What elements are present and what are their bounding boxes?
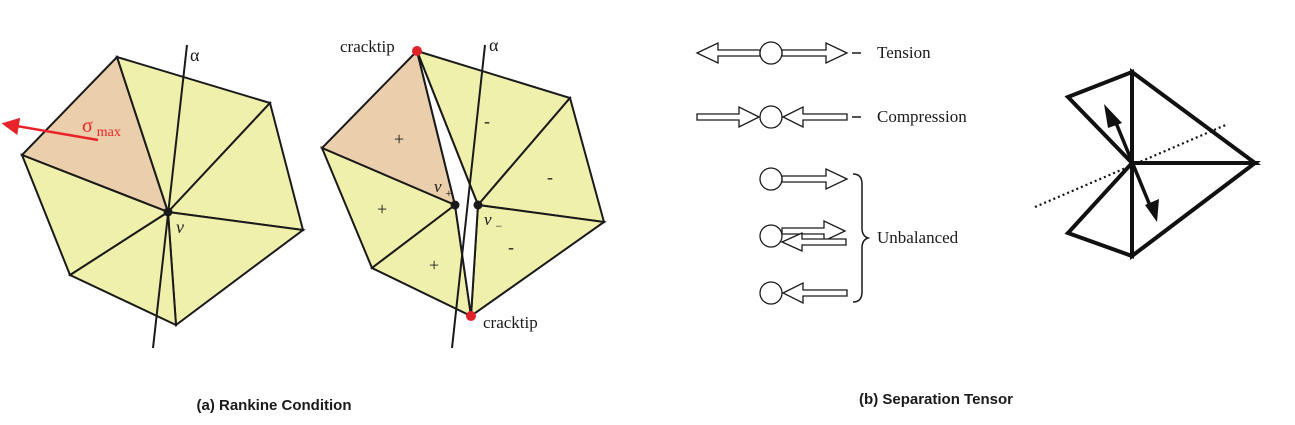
plus-mark: + xyxy=(394,129,404,149)
v-plus-base: v xyxy=(434,177,442,196)
arrow-left-inward xyxy=(780,231,847,253)
node-circle xyxy=(759,105,783,129)
caption-rankine: (a) Rankine Condition xyxy=(197,397,352,414)
minus-mark: - xyxy=(547,167,553,187)
tension-label: Tension xyxy=(877,43,931,62)
minus-mark: - xyxy=(484,111,490,131)
tensor-axis-line xyxy=(1112,117,1153,209)
crack-tip-bottom-label: cracktip xyxy=(483,313,538,332)
alpha-label-right: α xyxy=(489,35,499,55)
plus-mark: + xyxy=(429,255,439,275)
lower-triangle xyxy=(1064,157,1134,259)
right-upper-triangle xyxy=(1130,68,1262,165)
arrow-left-inward xyxy=(781,281,848,305)
tensor-arrow-up xyxy=(1104,104,1122,128)
sigma-max-label: σ max xyxy=(82,115,121,140)
node-circle xyxy=(759,281,783,305)
arrow-right-inward xyxy=(696,105,761,129)
vertex-point xyxy=(163,207,173,217)
v-minus-label: v − xyxy=(484,210,503,233)
dotted-separation-line xyxy=(1034,122,1229,209)
unbalanced-glyph-1 xyxy=(759,167,849,191)
v-plus-point xyxy=(450,200,460,210)
alpha-label-left: α xyxy=(190,45,200,65)
separation-tensor-diagram xyxy=(1064,68,1262,261)
v-minus-base: v xyxy=(484,210,492,229)
plus-mark: + xyxy=(377,199,387,219)
sigma-max-arrow xyxy=(1,117,99,142)
unbalanced-label: Unbalanced xyxy=(877,228,959,247)
crack-tip-top-point xyxy=(412,46,422,56)
sigma-symbol: σ xyxy=(82,115,93,137)
sigma-subscript: max xyxy=(97,125,121,140)
v-plus-sub: + xyxy=(446,186,453,200)
caption-separation: (b) Separation Tensor xyxy=(859,391,1013,408)
node-circle xyxy=(759,167,783,191)
compression-label: Compression xyxy=(877,107,967,126)
arrow-left-inward xyxy=(781,105,848,129)
arrow-right-outward xyxy=(781,41,849,65)
unbalanced-glyph-2 xyxy=(759,219,847,253)
alpha-line xyxy=(451,44,486,349)
vertex-label: v xyxy=(176,217,184,237)
v-minus-point xyxy=(473,200,483,210)
compression-glyph xyxy=(696,105,848,129)
tensor-arrow-down xyxy=(1145,199,1159,222)
unbalanced-glyph-3 xyxy=(759,281,848,305)
arrow-right-outward xyxy=(781,167,849,191)
rankine-right-mesh xyxy=(320,44,607,349)
mesh-triangle xyxy=(20,153,171,277)
node-circle xyxy=(759,224,783,248)
node-circle xyxy=(759,41,783,65)
crack-tip-bottom-point xyxy=(466,311,476,321)
v-minus-sub: − xyxy=(496,219,503,233)
tension-glyph xyxy=(695,41,849,65)
v-plus-label: v + xyxy=(434,177,453,200)
minus-mark: - xyxy=(508,237,514,257)
crack-tip-top-label: cracktip xyxy=(340,37,395,56)
unbalanced-brace xyxy=(852,173,871,303)
arrow-left-outward xyxy=(695,41,761,65)
upper-triangle xyxy=(1064,69,1134,168)
rankine-left-mesh xyxy=(1,44,306,349)
alpha-line xyxy=(152,44,188,349)
mesh-triangle xyxy=(166,210,306,327)
